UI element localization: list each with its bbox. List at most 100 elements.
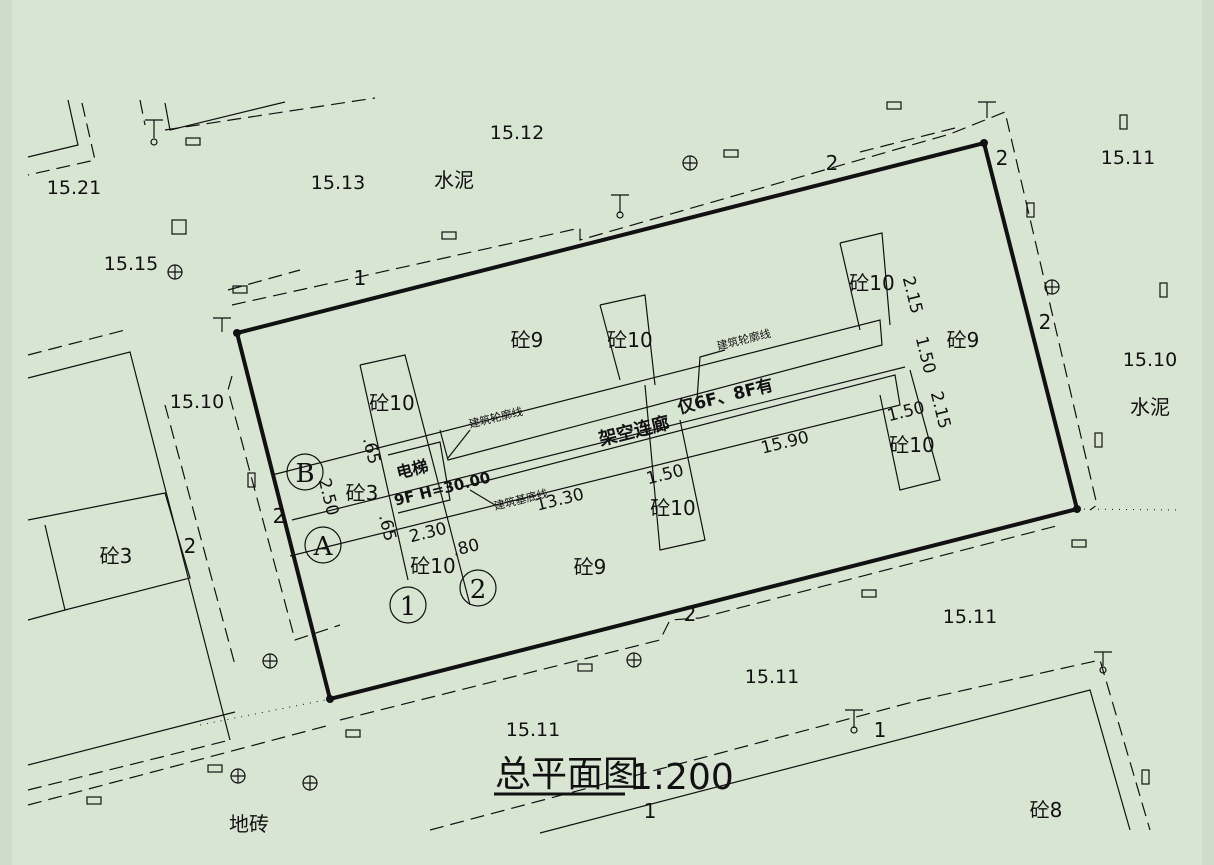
setback: 2: [273, 504, 286, 528]
setback: 1: [874, 718, 887, 742]
dimension: .65: [374, 512, 400, 543]
material-label: 水泥: [434, 168, 474, 192]
manhole-icon: [262, 653, 278, 669]
zone-label: 砼3: [346, 481, 379, 505]
setback-lines: [27, 97, 1151, 831]
setback: 2: [996, 146, 1009, 170]
drain-icon: [1094, 432, 1103, 448]
elevation: 15.10: [170, 391, 224, 413]
zone-label: 砼10: [369, 391, 414, 415]
drain-icon: [185, 137, 201, 146]
drain-icon: [345, 729, 361, 738]
zone-label: 砼10: [650, 496, 695, 520]
elevation: 15.21: [47, 177, 101, 199]
dimension: .65: [358, 435, 384, 466]
dimension: .80: [450, 535, 481, 561]
lamp-icon: [145, 119, 163, 146]
manhole-icon: [230, 768, 246, 784]
drain-icon: [86, 796, 102, 805]
axis-a-label: A: [313, 532, 334, 562]
lamp-icon: [845, 709, 863, 734]
axis-b-label: B: [295, 459, 314, 489]
drain-icon: [886, 101, 902, 110]
setback: 2: [184, 534, 197, 558]
lamp-icon: [978, 101, 996, 118]
dimension: 2.15: [898, 274, 927, 316]
drain-icon: [861, 589, 877, 598]
elevation-labels: 15.12 15.11 15.21 15.13 15.15 15.10 15.1…: [47, 122, 1177, 741]
drain-icon: [1026, 202, 1035, 218]
lamp-icon: [1094, 651, 1112, 674]
drain-icon: [247, 472, 256, 488]
corner-point: [980, 139, 988, 147]
zone-label: 砼10: [889, 433, 934, 457]
manhole-icon: [1044, 279, 1060, 295]
axis-2-label: 2: [470, 575, 487, 605]
lamp-icon: [611, 194, 629, 219]
right-margin: [1202, 0, 1214, 865]
drain-icon: [1071, 539, 1087, 548]
outline-note: 建筑轮廓线: [715, 326, 772, 353]
dimension-labels: 13.30 15.90 1.50 1.50 1.50 2.15 2.15 2.3…: [314, 274, 955, 561]
drain-icon: [1141, 769, 1150, 785]
manhole-icon: [167, 264, 183, 280]
drain-icon: [441, 231, 457, 240]
zone-label: 砼9: [511, 328, 544, 352]
dimension: 2.30: [407, 519, 449, 548]
dimension: 2.50: [314, 476, 343, 518]
drain-icon: [232, 285, 248, 294]
zone-label: 砼8: [1030, 798, 1063, 822]
axis-1-label: 1: [400, 592, 417, 622]
site-symbols: [86, 101, 1168, 805]
annotations: 架空连廊 仅6F、8F有 电梯 9F H=30.00 建筑轮廓线 建筑轮廓线 建…: [392, 326, 775, 513]
zone-label: 砼10: [607, 328, 652, 352]
elevator-label: 电梯: [395, 456, 431, 482]
elevation: 15.10: [1123, 349, 1177, 371]
material-label: 地砖: [229, 812, 269, 836]
outline-note: 建筑轮廓线: [467, 404, 524, 431]
setback: 1: [644, 799, 657, 823]
material-label: 水泥: [1130, 395, 1170, 419]
elevation: 15.11: [506, 719, 560, 741]
dimension: 1.50: [644, 461, 686, 490]
dimension: 2.15: [926, 389, 955, 431]
elevation: 15.15: [104, 253, 158, 275]
zone-label: 砼10: [410, 554, 455, 578]
dimension: 1.50: [885, 398, 927, 427]
elevation: 15.11: [1101, 147, 1155, 169]
setback: 2: [1039, 310, 1052, 334]
drain-icon: [207, 764, 223, 773]
zone-label: 砼9: [574, 555, 607, 579]
zone-label: 砼3: [100, 544, 133, 568]
elevation: 15.11: [745, 666, 799, 688]
drain-icon: [577, 663, 593, 672]
left-margin: [0, 0, 12, 865]
elevation: 15.13: [311, 172, 365, 194]
drain-icon: [1159, 282, 1168, 298]
corner-point: [233, 329, 241, 337]
lamp-icon: [213, 317, 231, 332]
axis-markers: B A 1 2: [286, 453, 497, 624]
elevation: 15.11: [943, 606, 997, 628]
setback-labels: 1 2 2 2 2 2 2 1 1: [184, 146, 1052, 823]
manhole-icon: [626, 652, 642, 668]
elevation: 15.12: [490, 122, 544, 144]
building-outline: [271, 232, 941, 606]
manhole-icon: [302, 775, 318, 791]
setback: 1: [354, 266, 367, 290]
dimension: 15.90: [759, 427, 811, 458]
site-lines: [27, 99, 1181, 834]
drawing-title: 总平面图 1:200: [494, 754, 734, 798]
dimension: 1.50: [911, 334, 940, 376]
drain-icon: [1119, 114, 1128, 130]
manhole-icon: [682, 155, 698, 171]
scale-text: 1:200: [630, 757, 734, 798]
drain-icon: [723, 149, 739, 158]
zone-label: 砼9: [947, 328, 980, 352]
corner-point: [326, 695, 334, 703]
title-text: 总平面图: [495, 754, 639, 795]
setback: 2: [684, 602, 697, 626]
zone-label: 砼10: [849, 271, 894, 295]
